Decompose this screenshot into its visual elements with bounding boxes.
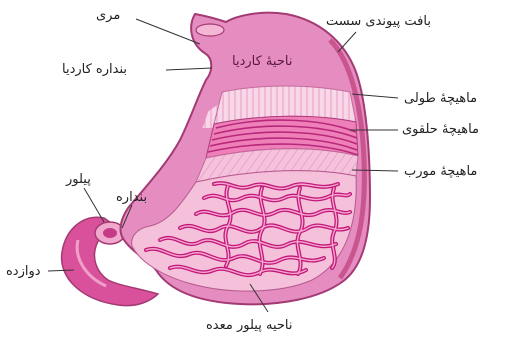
label-pylorus: پیلور [66,172,91,188]
leader-connective-tissue [338,32,356,52]
label-longitudinal-muscle: ماهیچهٔ طولی [404,91,477,107]
label-esophagus: مری [96,8,120,24]
label-sphincter: بنداره [116,190,147,206]
label-duodenum: دوازده [6,264,41,280]
label-circular-muscle: ماهیچهٔ حلقوی [402,122,479,138]
label-loose-connective-tissue: بافت پیوندی سست [326,14,431,30]
pylorus-opening [103,228,117,238]
leader-cardiac-sphincter [166,68,212,70]
label-oblique-muscle: ماهیچهٔ مورب [404,164,477,180]
label-cardiac-sphincter: بنداره کاردیا [62,62,127,78]
label-cardiac-region: ناحیهٔ کاردیا [232,54,292,70]
label-pyloric-region: ناحیه پیلور معده [206,318,292,334]
esophagus-opening [196,24,224,36]
